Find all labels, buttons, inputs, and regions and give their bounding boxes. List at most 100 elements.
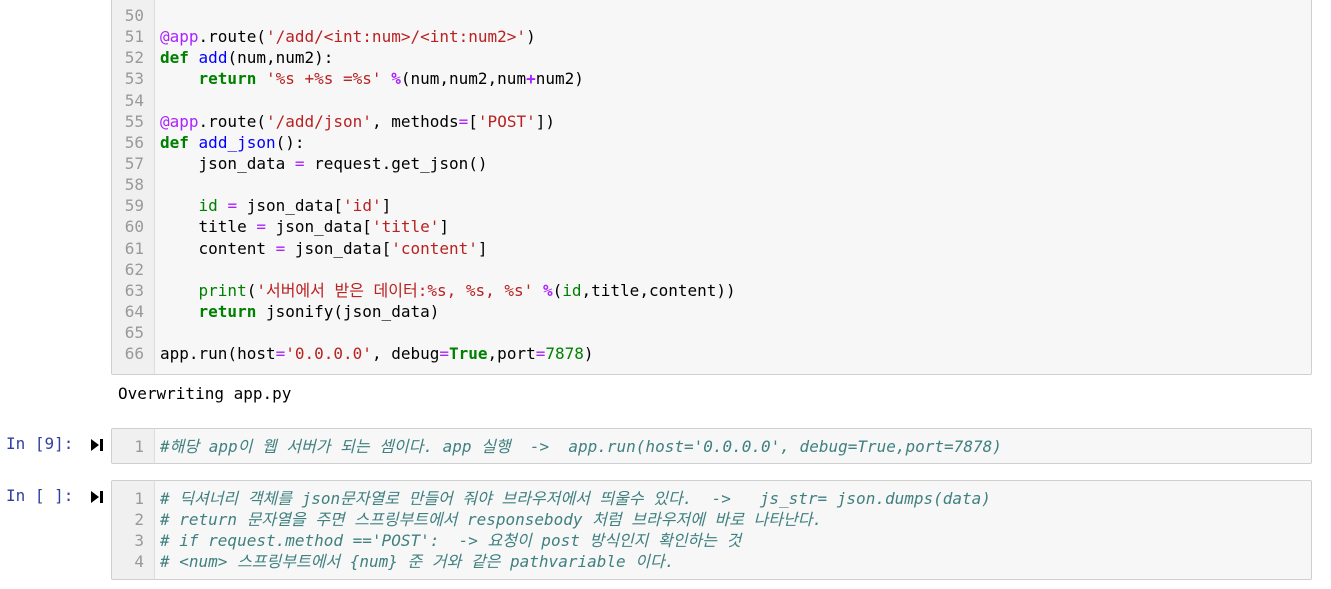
code-cell-app-py[interactable]: 50 51 @app.route('/add/<int:num>/<int:num2… [111,0,1312,375]
code-token: 7878 [545,344,584,364]
code-text: # return 문자열을 주면 스프링부트에서 responsebody 처럼… [160,509,822,530]
code-line[interactable]: 62 [112,259,1311,280]
code-token: def [160,132,189,152]
code-token: = [256,217,266,237]
code-line[interactable]: 50 [112,5,1311,26]
code-token: '/add/json' [265,111,372,131]
code-text: def add(num,num2): [160,47,333,68]
code-line[interactable]: 63 print('서버에서 받은 데이터:%s, %s, %s' %(id,t… [112,280,1311,301]
line-number-gutter [112,481,155,579]
code-token: = [458,111,469,131]
code-token: ] [477,238,488,258]
code-cell-empty[interactable]: 1 # 딕셔너리 객체를 json문자열로 만들어 줘야 브라우저에서 띄울수 있… [111,480,1312,580]
code-line[interactable]: 64 return jsonify(json_data) [112,301,1311,322]
code-token: jsonify(json_data) [256,301,440,321]
code-line[interactable]: 54 [112,90,1311,111]
line-number: 53 [124,69,144,89]
code-token: = [227,196,238,216]
code-token: ) [526,27,536,47]
code-token: True [449,344,488,364]
code-line[interactable]: 59 id = json_data['id'] [112,195,1311,216]
code-line[interactable]: 58 [112,174,1311,195]
code-line[interactable]: 1#해당 app이 웹 서버가 되는 셈이다. app 실행 -> app.ru… [112,436,1311,457]
code-line[interactable]: 53 return '%s +%s =%s' %(num,num2,num+nu… [112,68,1311,89]
line-number: 1 [134,489,144,508]
line-number: 66 [124,344,144,364]
cell-prompt: In [ ]: [6,486,74,505]
code-editor[interactable]: 50 51 @app.route('/add/<int:num>/<int:num2… [112,5,1311,364]
code-line[interactable]: 3 # if request.method =='POST': -> 요청이 po… [112,530,1311,551]
code-token: 'content' [391,238,478,258]
code-token: (num,num2,num [400,69,527,89]
code-text: content = json_data['content'] [160,238,488,259]
code-token: '/add/<int:num>/<int:num2>' [265,27,527,47]
line-number: 58 [124,175,144,195]
code-line[interactable]: 2# return 문자열을 주면 스프링부트에서 responsebody 처… [112,509,1311,530]
code-token: app.run(host [160,344,276,364]
code-token: ,title,content)) [581,280,736,300]
code-token: # if request.method =='POST': -> 요청이 pos… [160,531,742,551]
code-token [160,281,199,300]
code-token: = [275,238,286,258]
code-token: % [391,69,401,89]
code-token: ] [381,196,392,216]
code-token: # 딕셔너리 객체를 json문자열로 만들어 줘야 브라우저에서 띄울수 있다… [160,489,991,508]
code-text: # <num> 스프링부트에서 {num} 준 거와 같은 pathvariab… [160,551,674,572]
code-text: id = json_data['id'] [160,195,392,216]
code-token: # return 문자열을 주면 스프링부트에서 responsebody 처럼… [160,510,823,530]
code-token: + [526,69,536,89]
line-number: 3 [134,531,144,551]
code-text: def add_json(): [160,132,305,153]
line-number: 55 [124,111,144,131]
code-text: title = json_data['title'] [160,216,449,237]
code-text: @app.route('/add/<int:num>/<int:num2>') [160,26,536,47]
code-token: ( [552,280,563,300]
code-token [189,48,199,67]
code-token: .route( [198,27,266,47]
line-number: 63 [124,280,144,300]
line-number: 64 [124,301,144,321]
code-token: num2) [535,69,584,89]
line-number: 51 [124,27,144,47]
code-token: = [294,153,305,173]
code-line[interactable]: 1 # 딕셔너리 객체를 json문자열로 만들어 줘야 브라우저에서 띄울수 있… [112,488,1311,509]
cell-output: Overwriting app.py [118,384,292,403]
code-token: # <num> 스프링부트에서 {num} 준 거와 같은 pathvariab… [160,552,675,572]
code-token: ) [583,344,594,364]
code-token [533,281,543,300]
code-token [256,69,266,88]
code-token [218,196,228,215]
step-forward-icon[interactable] [90,437,104,453]
code-token: title [160,217,257,237]
code-text: print('서버에서 받은 데이터:%s, %s, %s' %(id,titl… [160,280,736,301]
code-line[interactable]: 60 title = json_data['title'] [112,216,1311,237]
code-line[interactable]: 4 # <num> 스프링부트에서 {num} 준 거와 같은 pathvaria… [112,551,1311,572]
line-number: 50 [124,6,144,25]
line-number: 65 [124,323,144,343]
code-token [160,196,199,215]
code-token: = [275,344,286,364]
code-text: return '%s +%s =%s' %(num,num2,num+num2) [160,68,584,89]
cell-prompt: In [9]: [6,434,74,453]
code-line[interactable]: 65 [112,322,1311,343]
code-line[interactable]: 61 content = json_data['content'] [112,238,1311,259]
code-line[interactable]: 57 json_data = request.get_json() [112,153,1311,174]
code-editor[interactable]: 1 # 딕셔너리 객체를 json문자열로 만들어 줘야 브라우저에서 띄울수 있… [112,488,1311,573]
code-token: json_data[ [285,238,392,258]
code-token: (): [275,132,305,152]
code-line[interactable]: 55@app.route('/add/json', methods=['POST… [112,111,1311,132]
code-token: def [160,48,189,68]
code-token: .route( [198,111,266,131]
code-line[interactable]: 51 @app.route('/add/<int:num>/<int:num2>'… [112,26,1311,47]
step-forward-icon[interactable] [90,489,104,505]
code-token: json_data[ [237,196,344,216]
code-cell-9[interactable]: 1#해당 app이 웹 서버가 되는 셈이다. app 실행 -> app.ru… [111,428,1312,464]
code-token: , debug [371,344,440,364]
line-number: 4 [134,552,144,572]
code-editor[interactable]: 1#해당 app이 웹 서버가 되는 셈이다. app 실행 -> app.ru… [112,436,1311,457]
line-number: 60 [124,217,144,237]
code-token: '%s +%s =%s' [265,69,382,89]
